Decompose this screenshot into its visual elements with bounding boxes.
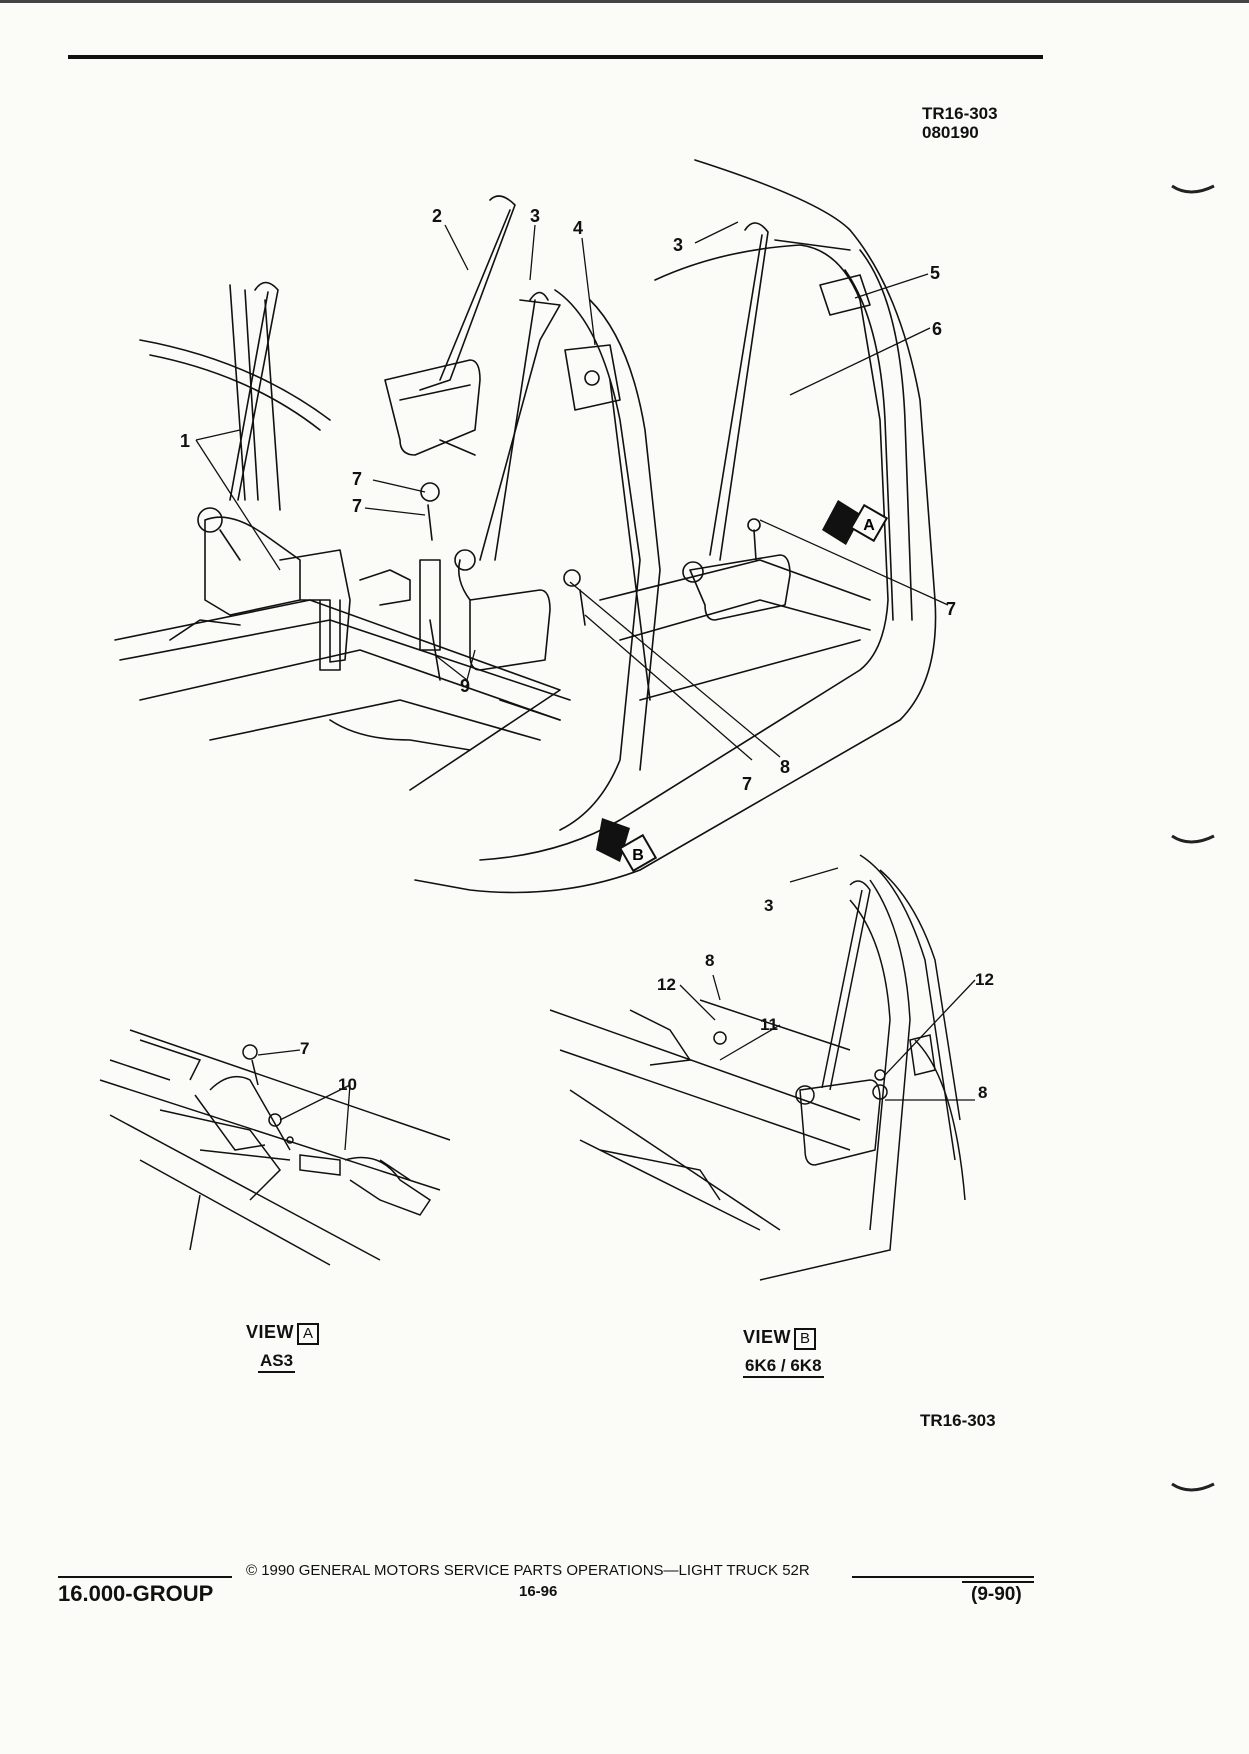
- figure-code: TR16-303: [920, 1411, 996, 1430]
- footer-rule-rev: [962, 1581, 1034, 1583]
- view-b-callout-8b: 8: [978, 1083, 987, 1102]
- callout-7a: 7: [352, 469, 362, 489]
- retractor-right: [689, 554, 791, 621]
- bracket-left: [279, 549, 351, 663]
- callout-3b: 3: [673, 235, 683, 255]
- callout-7d: 7: [742, 774, 752, 794]
- belt-center: [479, 299, 561, 561]
- view-a-marker-letter: A: [863, 517, 875, 534]
- view-b-arrow: B: [596, 818, 658, 873]
- callout-5: 5: [930, 263, 940, 283]
- floor: [114, 599, 561, 791]
- header-rule: [68, 55, 1043, 59]
- view-b-callout-12b: 12: [975, 970, 994, 989]
- view-a-label: VIEW: [246, 1322, 295, 1342]
- callout-6: 6: [932, 319, 942, 339]
- view-b-callout-8: 8: [705, 951, 714, 970]
- view-a-sub: AS3: [258, 1350, 296, 1373]
- binder-mark: [1171, 834, 1215, 844]
- view-a-letter: A: [297, 1322, 320, 1345]
- callout-7c: 7: [946, 599, 956, 619]
- drawing-code-line2: 080190: [922, 123, 979, 142]
- retractor-center: [469, 589, 551, 671]
- cab-outline: [414, 159, 937, 894]
- view-b-callout-12: 12: [657, 975, 676, 994]
- b-pillar: [554, 289, 641, 831]
- footer-revision: (9-90): [971, 1584, 1022, 1605]
- view-a-drawing: [99, 1029, 451, 1266]
- belt-2: [419, 195, 516, 391]
- view-b-marker-letter: B: [632, 847, 644, 864]
- belt-1: [237, 281, 279, 501]
- drawing-code: TR16-303 080190: [922, 104, 998, 142]
- guide-4: [564, 344, 621, 411]
- door-opening: [479, 244, 889, 861]
- view-b-label: VIEW: [743, 1327, 792, 1347]
- view-b-sub: 6K6 / 6K8: [743, 1355, 824, 1378]
- nut-8: [420, 482, 440, 502]
- drawing-code-line1: TR16-303: [922, 104, 998, 123]
- view-b-callout-11: 11: [760, 1015, 778, 1034]
- scan-edge: [0, 0, 1249, 3]
- belt-6: [719, 222, 769, 561]
- part-5: [819, 274, 871, 316]
- footer-group: 16.000-GROUP: [58, 1581, 214, 1606]
- footer-page-number: 16-96: [519, 1583, 558, 1600]
- view-a-callout-10: 10: [338, 1075, 357, 1094]
- binder-mark: [1171, 1482, 1215, 1492]
- callout-3: 3: [530, 206, 540, 226]
- footer-rule-left: [58, 1576, 232, 1578]
- view-a-callout-7: 7: [300, 1039, 309, 1058]
- view-a-arrow: A: [822, 500, 889, 545]
- footer-rule-right: [852, 1576, 1034, 1578]
- view-b-callout-3: 3: [764, 896, 773, 915]
- retractor-left: [204, 516, 301, 616]
- callout-8b: 8: [780, 757, 790, 777]
- retractor-2: [384, 359, 481, 456]
- binder-mark: [1171, 184, 1215, 194]
- view-b-drawing: [549, 854, 966, 1281]
- callout-9: 9: [460, 676, 470, 696]
- callout-2: 2: [432, 206, 442, 226]
- callout-4: 4: [573, 218, 583, 238]
- view-b-letter: B: [794, 1327, 817, 1350]
- bolt-7: [427, 504, 433, 541]
- buckle-stalk: [359, 569, 411, 606]
- footer-copyright: © 1990 GENERAL MOTORS SERVICE PARTS OPER…: [246, 1562, 810, 1579]
- callout-1: 1: [180, 431, 190, 451]
- callout-7b: 7: [352, 496, 362, 516]
